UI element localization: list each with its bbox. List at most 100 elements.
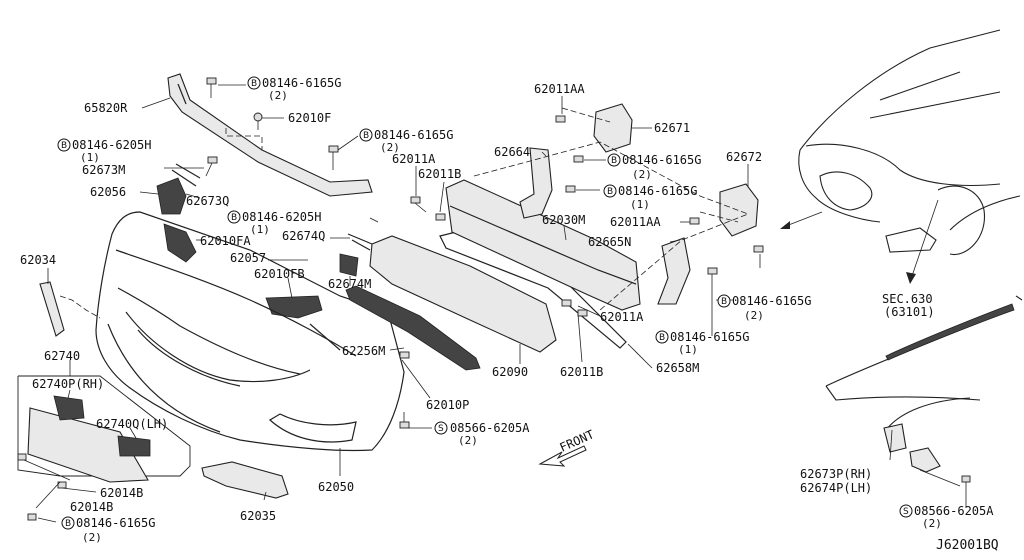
bolt-icon (328, 145, 339, 170)
part-62056-bracket (156, 163, 201, 215)
label-62740p-rh: 62740P(RH) (32, 377, 104, 391)
bolt-icon (27, 513, 37, 521)
b-bolt-symbol (247, 76, 261, 90)
part-62664-stay (519, 147, 553, 219)
label-62090: 62090 (492, 365, 528, 379)
b-bolt-symbol (57, 138, 71, 152)
label-62014b-b: 62014B (70, 500, 113, 514)
bolt-icon (573, 155, 584, 163)
b-symbol-letter: B (251, 79, 257, 89)
part-62740-assembly (17, 375, 191, 483)
label-08566-6205a-b: 08566-6205A (914, 504, 994, 518)
label-62010fb: 62010FB (254, 267, 305, 281)
s-screw-symbol (434, 421, 448, 435)
qty-08146-6205h-a: (1) (80, 151, 100, 164)
label-62674m: 62674M (328, 277, 371, 291)
qty-08146-6205h-b: (1) (250, 223, 270, 236)
label-62050: 62050 (318, 480, 354, 494)
label-62673q: 62673Q (186, 194, 229, 208)
label-62664: 62664 (494, 145, 530, 159)
label-62671: 62671 (654, 121, 690, 135)
label-62674q: 62674Q (282, 229, 325, 243)
label-08146-6165g-e: 08146-6165G (618, 184, 697, 198)
b-bolt-symbol (61, 516, 75, 530)
bolt-icon (555, 115, 566, 123)
s-screw-symbol (899, 504, 913, 518)
reference-frame (473, 141, 750, 311)
label-62672: 62672 (726, 150, 762, 164)
part-62030m-reinforcement (445, 179, 641, 311)
label-62034: 62034 (20, 253, 56, 267)
bolt-icon (205, 156, 218, 177)
label-08146-6165g-b: 08146-6165G (374, 128, 453, 142)
label-62658m: 62658M (656, 361, 699, 375)
label-62057: 62057 (230, 251, 266, 265)
part-62665n-stay (657, 237, 691, 305)
bolt-icon (753, 245, 764, 253)
label-08146-6165g-top: 08146-6165G (262, 76, 341, 90)
label-08566-6205a-a: 08566-6205A (450, 421, 530, 435)
label-62014b-a: 62014B (100, 486, 143, 500)
label-65820r: 65820R (84, 101, 128, 115)
part-62010fa-bracket (163, 223, 197, 263)
qty-08146-6165g-c: (2) (82, 531, 102, 544)
label-62674p-lh: 62674P(LH) (800, 481, 872, 495)
label-08146-6165g-f: 08146-6165G (732, 294, 811, 308)
qty-08566-6205a-a: (2) (458, 434, 478, 447)
label-08146-6165g-g: 08146-6165G (670, 330, 749, 344)
b-bolt-symbol (603, 184, 617, 198)
vehicle-front-outline (798, 29, 1021, 256)
label-62011aa-b: 62011AA (610, 215, 661, 229)
qty-08146-6165g-e: (1) (630, 198, 650, 211)
b-symbol-letter: B (65, 519, 71, 529)
leader-lines (23, 84, 967, 523)
b-symbol-letter: B (231, 213, 237, 223)
b-symbol-letter: B (607, 187, 613, 197)
label-62011aa-a: 62011AA (534, 82, 585, 96)
part-62673p-bracket (883, 423, 941, 473)
label-62665n: 62665N (588, 235, 631, 249)
qty-08566-6205a-b: (2) (922, 517, 942, 530)
qty-08146-6165g-g: (1) (678, 343, 698, 356)
bolt-icon (577, 309, 588, 317)
b-bolt-symbol (655, 330, 669, 344)
label-62740: 62740 (44, 349, 80, 363)
part-62090-absorber (369, 235, 557, 353)
b-bolt-symbol (717, 294, 731, 308)
part-fender-sec630 (825, 295, 1023, 431)
b-symbol-letter: B (363, 131, 369, 141)
bolt-icon (707, 267, 718, 294)
part-62034-side-bracket (39, 281, 101, 337)
label-62740q-lh: 62740Q(LH) (96, 417, 168, 431)
bolt-icon (689, 217, 700, 225)
bolt-icon (17, 453, 27, 461)
s-symbol-letter: S (438, 424, 444, 434)
bolt-icon (410, 196, 427, 213)
label-sec630-sub: (63101) (884, 305, 935, 319)
b-symbol-letter: B (61, 141, 67, 151)
label-62673m: 62673M (82, 163, 125, 177)
label-62011b-a: 62011B (560, 365, 603, 379)
qty-08146-6165g-b: (2) (380, 141, 400, 154)
qty-08146-6165g-top: (2) (268, 89, 288, 102)
label-08146-6165g-d: 08146-6165G (622, 153, 701, 167)
bolt-icon (206, 77, 217, 98)
part-62057-louver (265, 295, 323, 319)
bolt-icon (399, 412, 410, 429)
part-62674m-bracket (339, 253, 359, 277)
b-bolt-symbol (359, 128, 373, 142)
clip-icon (253, 112, 263, 130)
part-62256m-grille (345, 285, 481, 371)
direction-arrow-icon (780, 199, 939, 284)
bolt-icon (565, 185, 576, 193)
label-62010f: 62010F (288, 111, 331, 125)
bolt-icon (561, 299, 572, 307)
label-sec630: SEC.630 (882, 292, 933, 306)
label-08146-6205h-b: 08146-6205H (242, 210, 321, 224)
label-08146-6165g-c: 08146-6165G (76, 516, 155, 530)
part-62671-bracket (561, 103, 633, 153)
part-62674q-clip (347, 233, 373, 251)
diagram-reference-code: J62001BQ (936, 538, 999, 553)
b-symbol-letter: B (611, 156, 617, 166)
